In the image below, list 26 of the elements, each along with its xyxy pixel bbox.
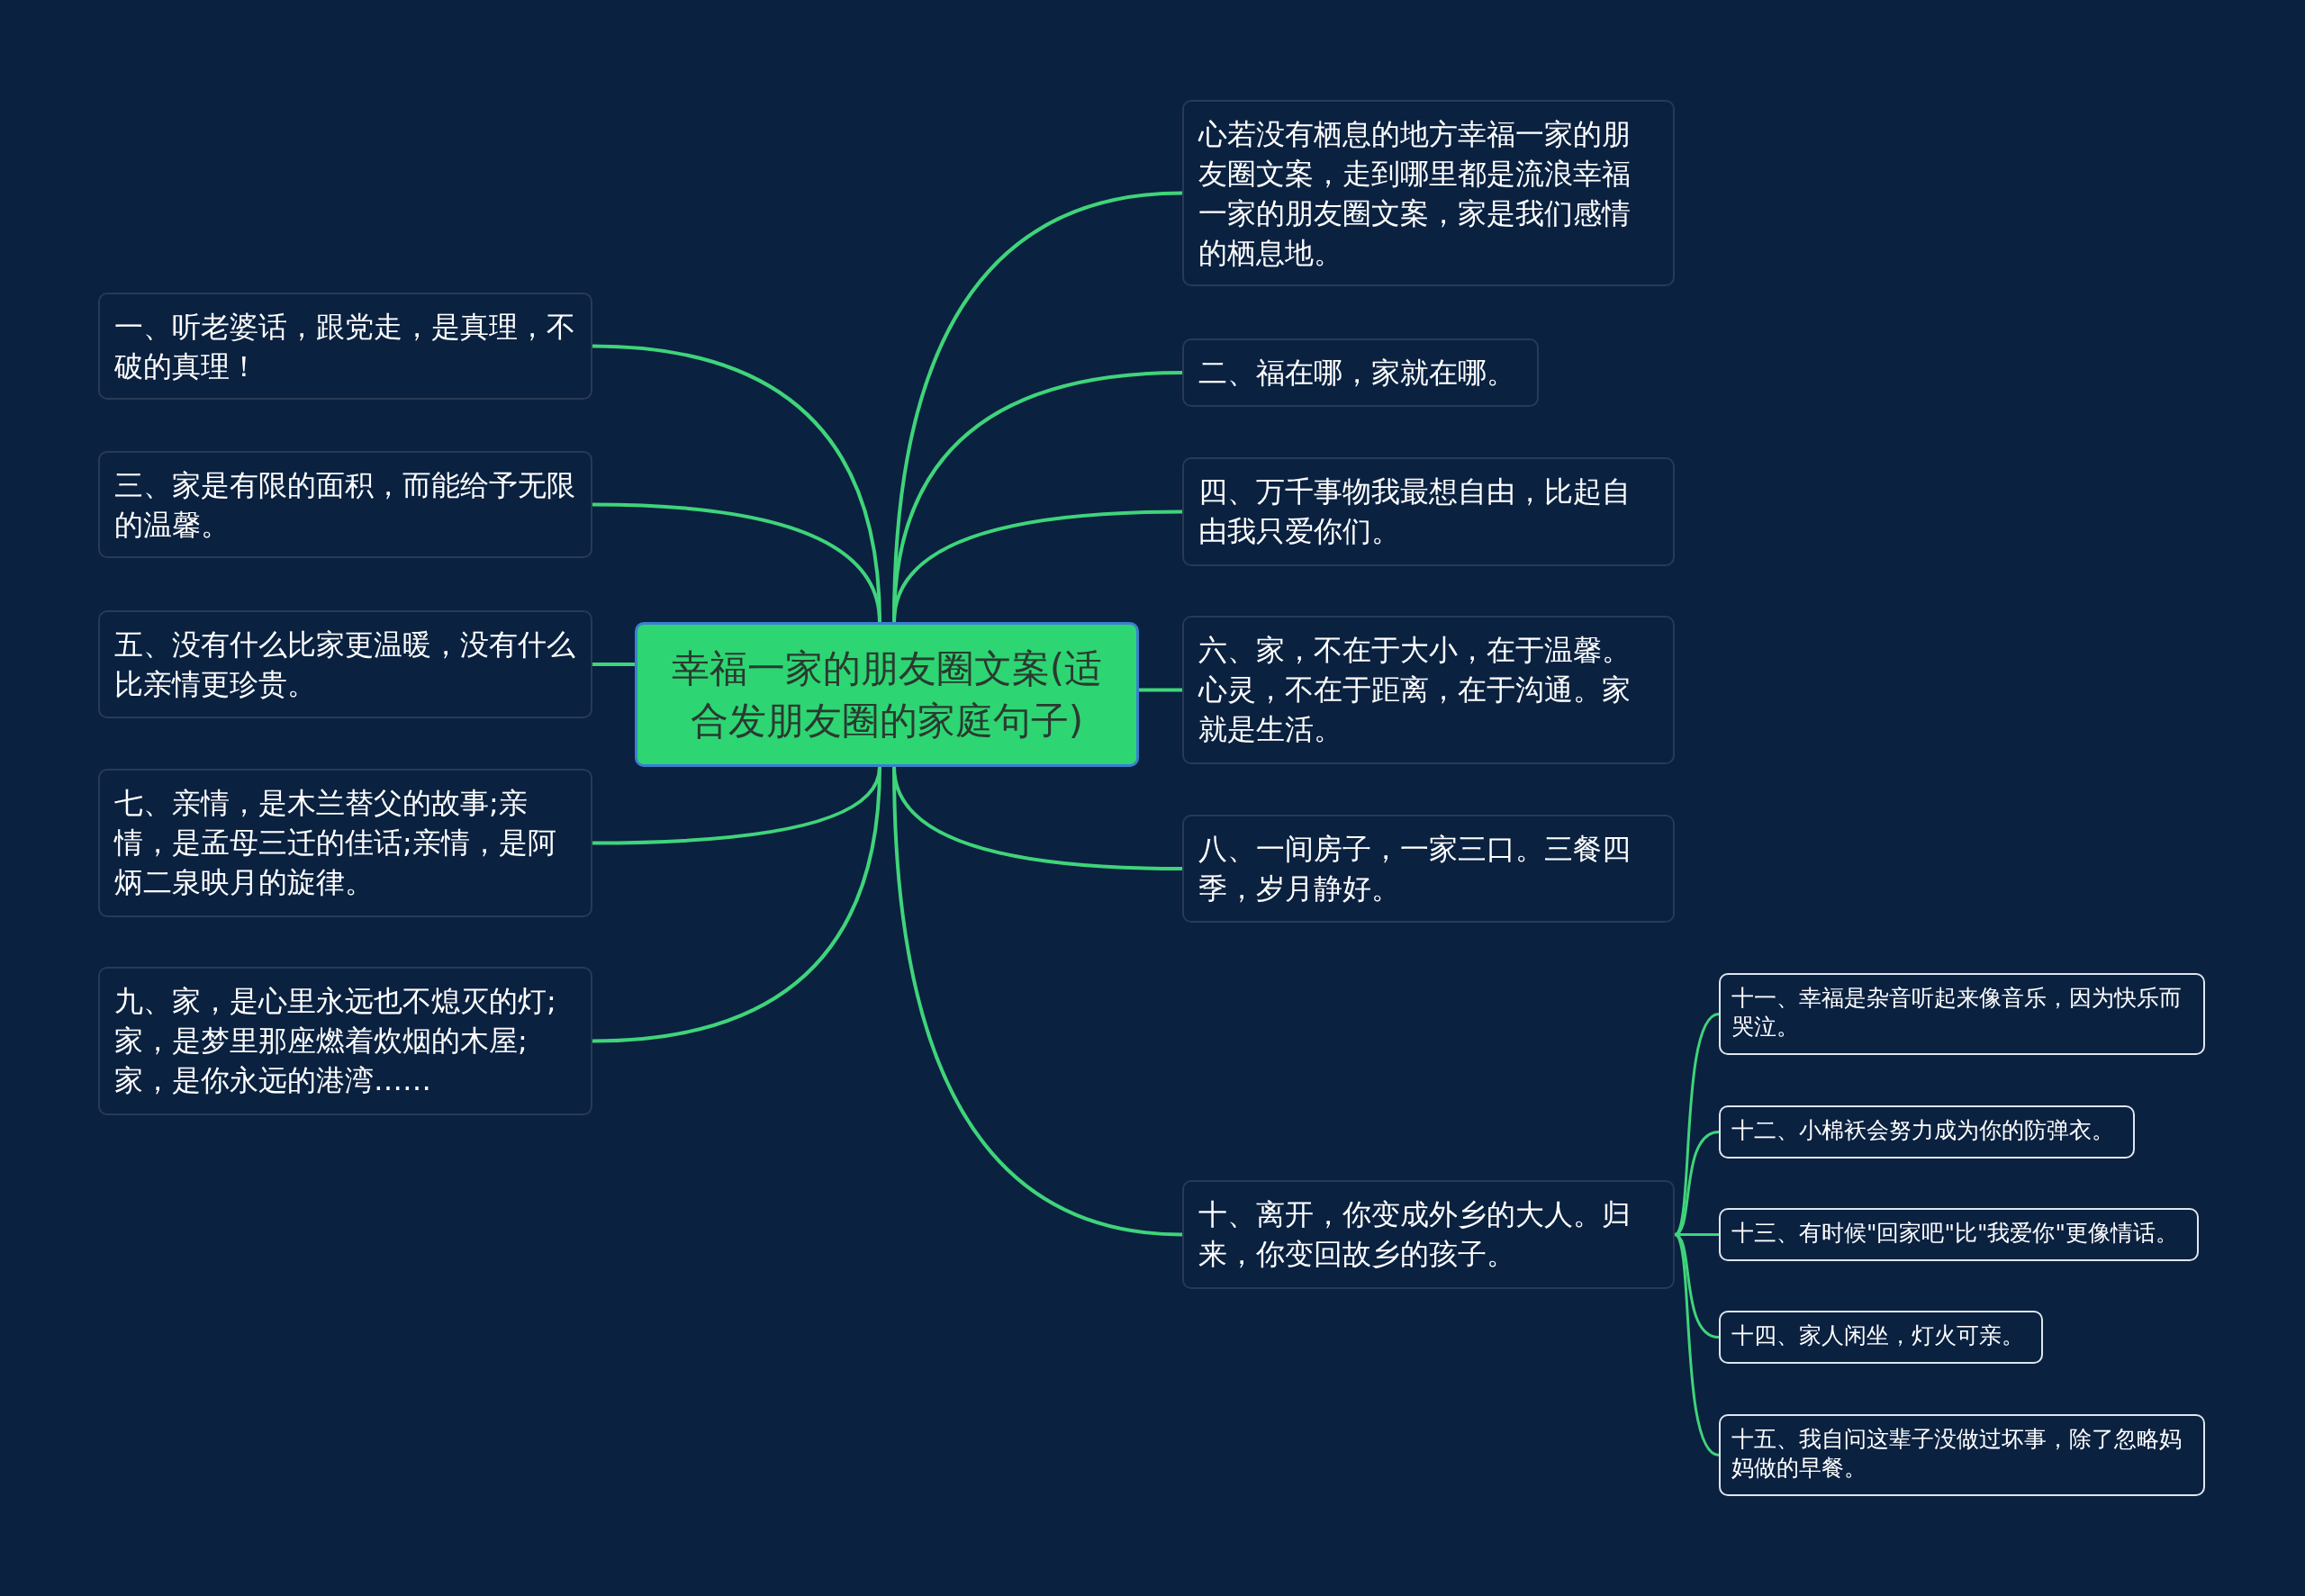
connector-line — [592, 663, 635, 666]
topic-box: 七、亲情，是木兰替父的故事;亲情，是孟母三迁的佳话;亲情，是阿炳二泉映月的旋律。 — [98, 769, 592, 917]
subtopic-box: 十四、家人闲坐，灯火可亲。 — [1719, 1311, 2043, 1364]
central-topic-box: 幸福一家的朋友圈文案(适合发朋友圈的家庭句子) — [635, 622, 1139, 767]
subtopic-box: 十二、小棉袄会努力成为你的防弹衣。 — [1719, 1105, 2135, 1159]
connector-line — [892, 509, 1183, 623]
topic-box: 五、没有什么比家更温暖，没有什么比亲情更珍贵。 — [98, 610, 592, 718]
topic-box: 四、万千事物我最想自由，比起自由我只爱你们。 — [1182, 457, 1675, 566]
connector-line — [1674, 1131, 1720, 1236]
connector-line — [1673, 1013, 1720, 1236]
connector-line — [1139, 688, 1182, 692]
connector-line — [892, 766, 1183, 1237]
topic-box: 九、家，是心里永远也不熄灭的灯;家，是梦里那座燃着炊烟的木屋;家，是你永远的港湾…… — [98, 967, 592, 1115]
topic-box: 心若没有栖息的地方幸福一家的朋友圈文案，走到哪里都是流浪幸福一家的朋友圈文案，家是我们感情的栖息地。 — [1182, 100, 1675, 286]
topic-box: 十、离开，你变成外乡的大人。归来，你变回故乡的孩子。 — [1182, 1180, 1675, 1289]
connector-line — [592, 766, 881, 1043]
subtopic-box: 十一、幸福是杂音听起来像音乐，因为快乐而哭泣。 — [1719, 973, 2205, 1055]
connector-line — [1673, 1233, 1720, 1456]
topic-box: 三、家是有限的面积，而能给予无限的温馨。 — [98, 451, 592, 558]
topic-box: 一、听老婆话，跟党走，是真理，不破的真理！ — [98, 293, 592, 400]
subtopic-box: 十五、我自问这辈子没做过坏事，除了忽略妈妈做的早餐。 — [1719, 1414, 2205, 1496]
connector-line — [592, 502, 881, 623]
topic-box: 六、家，不在于大小，在于温馨。心灵，不在于距离，在于沟通。家就是生活。 — [1182, 616, 1675, 764]
subtopic-box: 十三、有时候"回家吧"比"我爱你"更像情话。 — [1719, 1208, 2199, 1261]
topic-box: 二、福在哪，家就在哪。 — [1182, 338, 1539, 407]
topic-box: 八、一间房子，一家三口。三餐四季，岁月静好。 — [1182, 815, 1675, 923]
